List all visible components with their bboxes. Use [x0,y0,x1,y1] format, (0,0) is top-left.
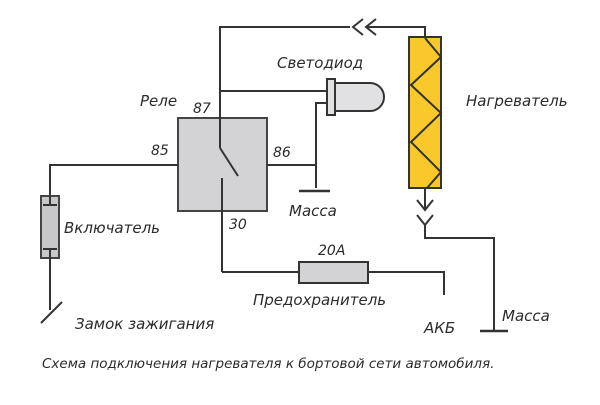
relay-pin-87: 87 [193,101,211,117]
wire-connector-to-heater [366,26,426,38]
heater-label: Нагреватель [466,92,568,110]
switch [40,195,60,259]
ground-heater-label: Масса [502,307,550,325]
relay-pin-85: 85 [151,143,169,159]
connector-top-female [351,18,364,36]
heater-body [408,36,442,189]
heater-coil [409,37,443,189]
led-label: Светодиод [277,54,363,72]
relay-contact-switch [219,147,239,177]
fuse-rating: 20A [318,243,345,259]
ignition-lock-symbol [40,301,63,324]
relay-pin-30: 30 [229,217,247,233]
fuse [298,261,369,284]
led-bulb [334,82,385,112]
wire-led-to-ground [315,102,327,188]
wire-heater-to-ground [424,225,495,330]
wire-87-to-heater [219,26,350,148]
connector-bottom-male [416,199,434,212]
led-base [326,78,336,116]
fuse-label: Предохранитель [253,291,386,309]
connector-bottom-female [416,214,434,227]
ignition-label: Замок зажигания [75,315,214,333]
relay [177,117,268,272]
battery-label: АКБ [423,319,455,337]
wire-fuse-to-battery [368,271,445,295]
switch-label: Включатель [64,219,160,237]
wire-85-to-switch [49,164,178,196]
led [326,78,385,116]
relay-pin-86: 86 [273,145,291,161]
ground-led-label: Масса [289,202,337,220]
diagram-caption: Схема подключения нагревателя к бортовой… [42,356,494,372]
heater [408,36,443,189]
relay-label: Реле [140,92,177,110]
